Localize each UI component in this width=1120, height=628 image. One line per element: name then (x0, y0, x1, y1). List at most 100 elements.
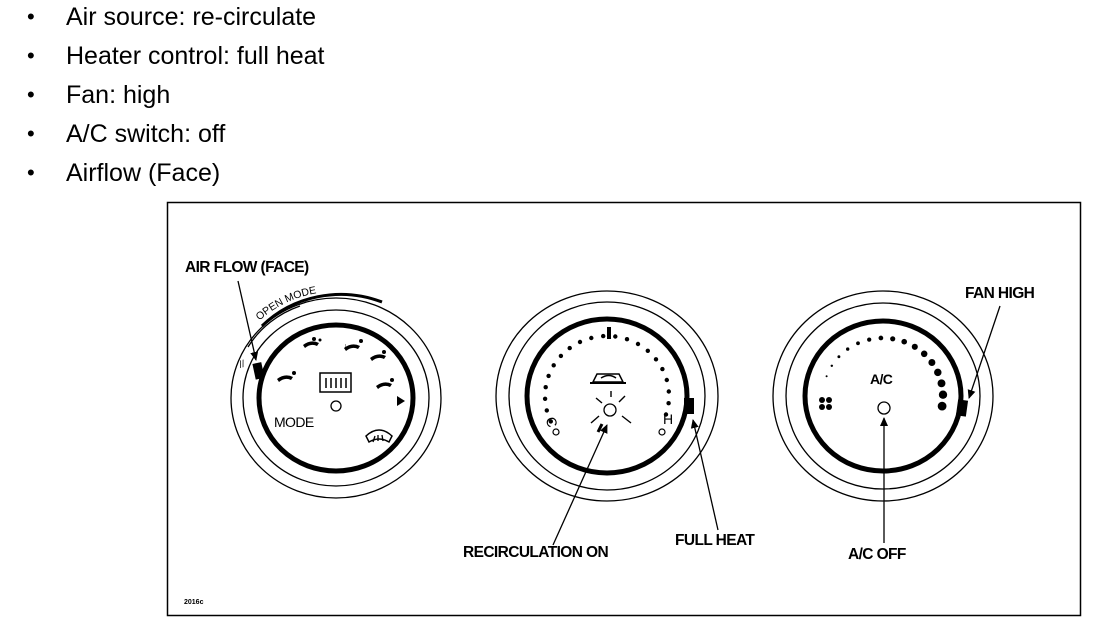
fan-speed-dot (920, 350, 928, 358)
figure-frame (166, 201, 1082, 617)
rear-defrost-icon (319, 372, 352, 393)
mode-knob-label: MODE (274, 414, 314, 430)
temp-scale-dot (577, 339, 583, 345)
list-item-text: Fan: high (66, 81, 171, 109)
list-item-text: Airflow (Face) (66, 159, 221, 187)
temp-pointer-marker (684, 398, 694, 414)
fan-speed-dot (825, 375, 828, 378)
temp-scale-dot (645, 348, 650, 353)
temp-scale-dot (664, 377, 669, 383)
fan-speed-dots (825, 335, 948, 411)
temp-scale-dot (613, 334, 618, 339)
fan-speed-dot (901, 338, 908, 345)
fan-high-callout-arrow (967, 305, 1001, 399)
fan-speed-dot (938, 390, 948, 399)
temp-scale-dot (663, 412, 669, 417)
ac-label: A/C (870, 371, 893, 387)
temp-scale-dot (660, 366, 665, 372)
ac-indicator-led (877, 401, 891, 415)
air-flow-callout-arrow (237, 280, 259, 361)
mode-knob-dial (256, 322, 416, 474)
temp-scale-dots (542, 333, 671, 424)
fan-speed-dot (928, 359, 936, 366)
vent-floor-icon (370, 350, 386, 361)
list-item-text: A/C switch: off (66, 120, 226, 148)
temp-knob-middle-ring (508, 301, 706, 491)
cold-dot (552, 428, 560, 436)
open-mode-arc-bold (260, 292, 383, 328)
air-flow-callout: AIR FLOW (FACE) (185, 259, 309, 276)
temp-scale-dot (542, 396, 548, 401)
fan-speed-dot (846, 347, 850, 351)
temp-scale-dot (567, 345, 572, 351)
bullet-marker: • (27, 43, 35, 68)
bullet-marker: • (27, 160, 35, 185)
fan-high-callout: FAN HIGH (965, 285, 1035, 302)
temperature-knob: C H RECIRCULATION ON FULL HEAT (463, 290, 756, 561)
fan-icon (819, 397, 832, 410)
defrost-tick-icon: // (238, 359, 246, 371)
bullet-marker: • (27, 82, 35, 107)
fan-speed-dot (937, 401, 947, 411)
fan-speed-dot (837, 355, 841, 359)
svg-text:↓: ↓ (343, 341, 348, 351)
mode-knob-outer-ring (230, 297, 442, 499)
fan-knob-dial (802, 318, 964, 474)
mode-knob: OPEN MODE // ↓ MODE AIR FLOW (FACE) (185, 259, 442, 499)
temp-scale-dot (601, 333, 606, 339)
position-arrow-icon (397, 396, 405, 406)
hot-dot (658, 428, 666, 436)
temp-knob-outer-ring (495, 290, 719, 502)
fan-knob: A/C FAN HIGH A/C OFF (772, 285, 1035, 563)
temp-scale-dot (589, 335, 594, 341)
fan-knob-middle-ring (785, 302, 981, 490)
temp-scale-dot (624, 337, 630, 342)
temp-scale-dot (635, 341, 641, 347)
full-heat-callout: FULL HEAT (675, 532, 755, 549)
list-item-text: Air source: re-circulate (66, 3, 317, 31)
fan-pointer-marker (955, 399, 969, 417)
vent-face-side-icon (277, 371, 296, 382)
temp-scale-dot (546, 373, 551, 379)
mode-indicator-led (330, 400, 342, 412)
temp-scale-dot (653, 357, 659, 362)
fan-speed-dot (856, 341, 860, 346)
fan-speed-dot (911, 343, 918, 350)
fan-speed-dot (867, 337, 872, 342)
recirculation-callout: RECIRCULATION ON (463, 544, 609, 561)
vent-bilevel-icon: ↓ (343, 339, 363, 351)
temp-scale-dot (543, 385, 548, 390)
front-defrost-icon (365, 429, 393, 444)
temp-scale-dot (544, 408, 549, 413)
fan-speed-dot (937, 379, 946, 388)
fan-speed-dot (830, 364, 834, 368)
fan-knob-outer-ring (772, 290, 994, 502)
temp-scale-dot (548, 419, 553, 424)
temp-knob-dial (524, 316, 690, 476)
recirculation-led (603, 403, 617, 417)
figure-code: 2016c (184, 599, 204, 606)
vent-mix-icon (376, 378, 394, 389)
hot-label: H (663, 411, 673, 427)
fan-speed-dot (878, 335, 884, 341)
open-mode-label: OPEN MODE (254, 284, 318, 323)
led-glow-rays (590, 391, 632, 424)
bullet-marker: • (27, 4, 35, 29)
mode-knob-middle-ring (242, 309, 430, 487)
vent-face-icon (303, 337, 322, 348)
glow-ray-bold (596, 423, 604, 433)
bullet-marker: • (27, 121, 35, 146)
temp-scale-dot (551, 363, 556, 368)
temp-scale-dot (558, 353, 564, 359)
fan-speed-dot (934, 368, 942, 377)
recirculation-icon (590, 373, 626, 384)
recirculation-callout-arrow (552, 424, 608, 546)
temp-top-tick (607, 327, 611, 339)
list-item-text: Heater control: full heat (66, 42, 325, 70)
open-mode-text: OPEN MODE (254, 284, 318, 323)
temp-scale-dot (666, 401, 671, 406)
fan-speed-dot (890, 336, 896, 342)
ac-off-callout: A/C OFF (848, 546, 906, 563)
temp-scale-dot (666, 389, 671, 394)
